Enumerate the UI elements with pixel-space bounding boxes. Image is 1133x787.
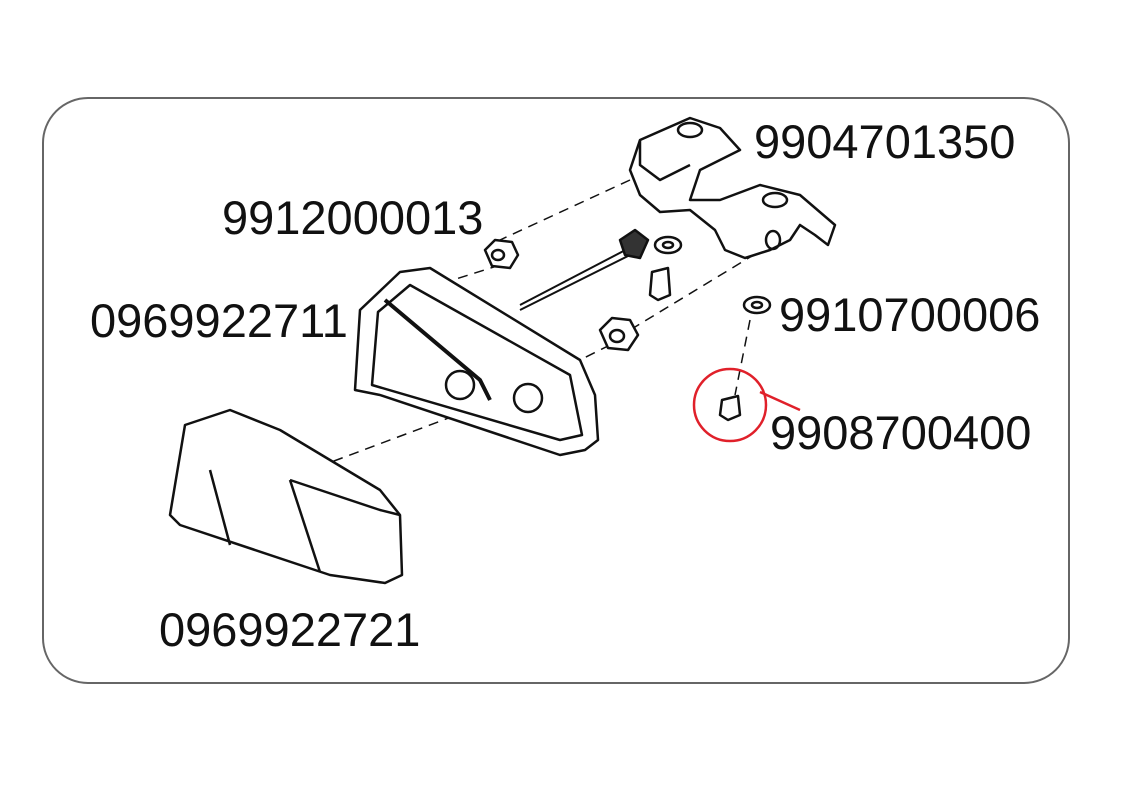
assembly-lines: [309, 179, 771, 471]
bracket-part: [628, 116, 837, 260]
screw-part: [718, 394, 742, 422]
nut-part: [483, 238, 640, 352]
part-number-screw: 9908700400: [770, 406, 1032, 459]
washer-part: [653, 235, 683, 255]
lamp-housing-part: [353, 266, 600, 457]
part-number-lamp-housing: 0969922711: [90, 294, 348, 347]
part-number-lens-cover: 0969922721: [159, 603, 421, 656]
part-number-nut: 9912000013: [222, 191, 484, 244]
part-number-bracket: 9904701350: [754, 115, 1016, 168]
lens-cover-part: [168, 408, 404, 585]
highlight-circle: [692, 367, 801, 443]
diagram-frame: [42, 97, 1070, 684]
part-number-washer: 9910700006: [779, 288, 1041, 341]
